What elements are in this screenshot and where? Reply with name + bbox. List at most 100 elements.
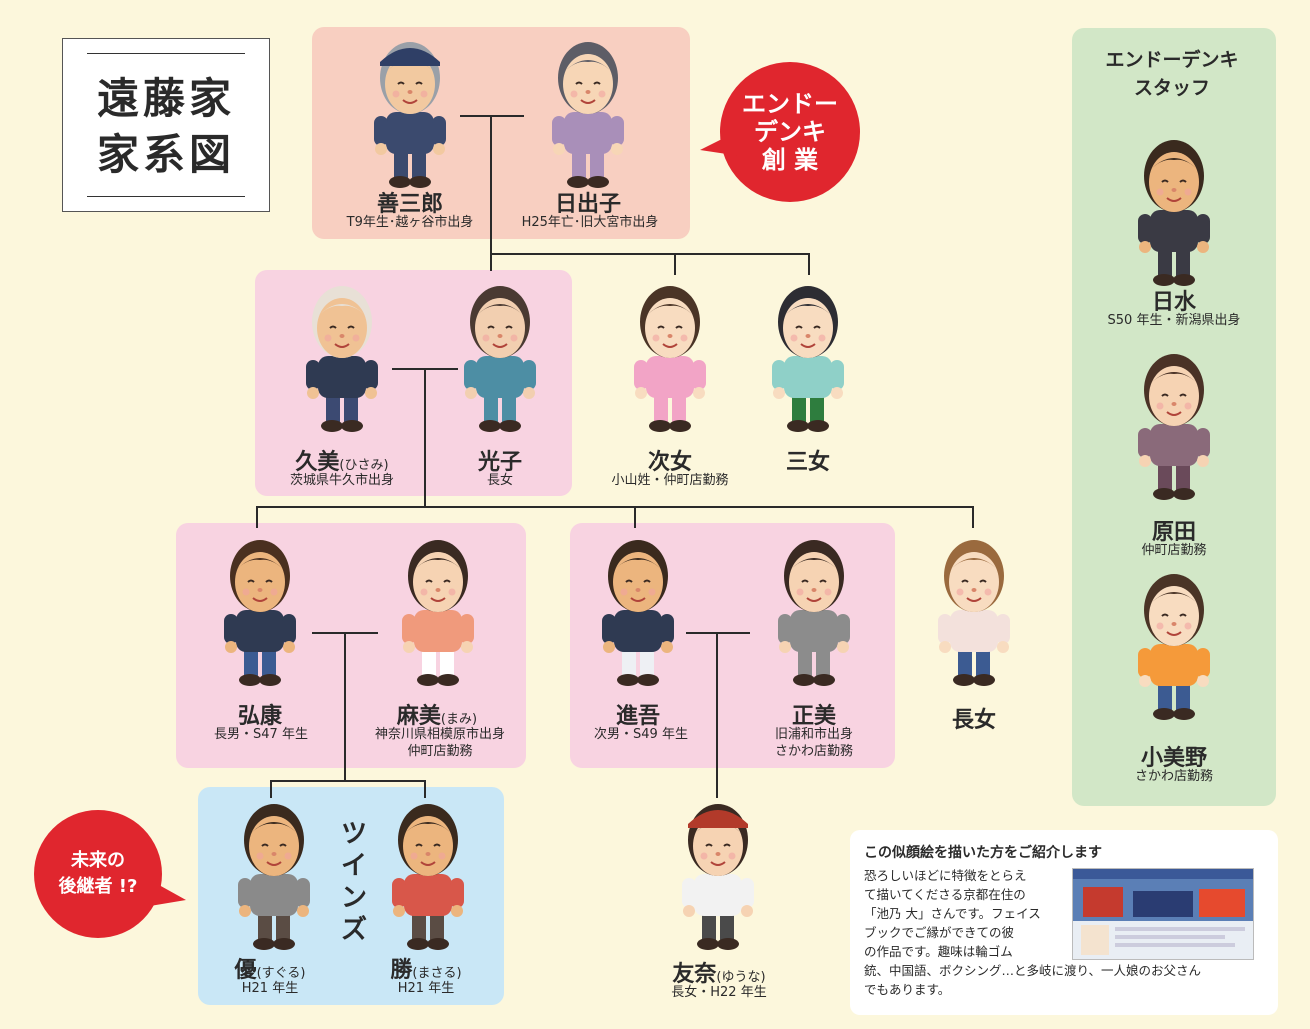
future-badge: 未来の 後継者 !? — [34, 810, 162, 938]
hideko-info: H25年亡･旧大宮市出身 — [521, 215, 659, 230]
masami-illustration — [754, 526, 874, 696]
screenshot-thumbnail — [1073, 869, 1253, 955]
hisami-info: 茨城県牛久市出身 — [289, 473, 394, 488]
character-drawing — [224, 540, 296, 686]
masaru-reading: (まさる) — [412, 966, 462, 981]
staff-name: 日水 — [1151, 290, 1196, 315]
staff-name: 原田 — [1151, 520, 1196, 545]
character-drawing — [1138, 354, 1210, 500]
mitsuko-info: 長女 — [486, 473, 513, 488]
suguru-name-text: 優 — [234, 958, 257, 983]
connector — [424, 368, 426, 508]
twins-char: イ — [340, 851, 367, 881]
facebook-screenshot-image — [1072, 868, 1254, 960]
masaru-illustration — [368, 790, 488, 960]
connector — [460, 115, 524, 117]
intro-text-line: でもあります。 — [864, 982, 951, 997]
founding-badge-line-3: 創 業 — [761, 146, 819, 174]
founding-badge-tail — [700, 130, 740, 156]
founding-badge-line-1: エンドー — [742, 90, 838, 118]
yuna-name-text: 友奈 — [672, 962, 717, 987]
shingo-illustration — [578, 526, 698, 696]
sanjo-illustration — [748, 272, 868, 442]
staff-info: さかわ店勤務 — [1134, 769, 1213, 784]
shingo-name: 進吾 — [615, 704, 660, 729]
hiroyasu-illustration — [200, 526, 320, 696]
hiroyasu-info: 長男・S47 年生 — [214, 727, 308, 742]
family-tree-title: 遠藤家 家系図 — [62, 38, 270, 212]
chojo-illustration — [914, 526, 1034, 696]
intro-text-line: ブックでご縁ができての彼 — [864, 925, 1015, 940]
jijo-info: 小山姓・仲町店勤務 — [611, 473, 729, 488]
connector — [634, 506, 636, 528]
intro-text-line: 銃、中国語、ボクシング…と多岐に渡り、一人娘のお父さん — [864, 963, 1202, 978]
zensaburo-name: 善三郎 — [376, 192, 443, 217]
hisami-name: 久美(ひさみ) — [262, 444, 422, 476]
character-drawing — [402, 540, 474, 686]
jijo-name: 次女 — [647, 450, 692, 475]
twins-label: ツ イ ン ズ — [340, 818, 368, 946]
mami-info-2: 仲町店勤務 — [407, 744, 473, 759]
suguru-reading: (すぐる) — [256, 966, 306, 981]
hisami-name-text: 久美 — [295, 450, 340, 475]
character-drawing — [392, 804, 464, 950]
yuna-illustration — [658, 790, 778, 960]
twins-char: ツ — [340, 819, 367, 849]
character-drawing — [772, 286, 844, 432]
jijo-illustration — [610, 272, 730, 442]
character-drawing — [938, 540, 1010, 686]
staff-heading: エンドーデンキ スタッフ — [1072, 46, 1272, 102]
intro-heading: この似顔絵を描いた方をご紹介します — [864, 845, 1102, 861]
yuna-reading: (ゆうな) — [716, 970, 766, 985]
hideko-name: 日出子 — [554, 192, 621, 217]
future-badge-line-1: 未来の — [71, 850, 125, 871]
twins-char: ン — [340, 883, 367, 913]
character-drawing — [374, 42, 446, 188]
character-drawing — [602, 540, 674, 686]
founding-badge: エンドー デンキ 創 業 — [720, 62, 860, 202]
hisami-reading: (ひさみ) — [339, 458, 389, 473]
chojo-child-name: 長女 — [951, 708, 996, 733]
character-drawing — [306, 286, 378, 432]
connector — [490, 115, 492, 255]
connector — [256, 506, 258, 528]
masami-info-2: さかわ店勤務 — [774, 744, 853, 759]
connector — [716, 632, 718, 798]
mami-name-text: 麻美 — [396, 704, 441, 729]
intro-text-line: 「池乃 大」さんです。フェイス — [864, 906, 1041, 921]
character-drawing — [682, 804, 754, 950]
staff-heading-line-1: エンドーデンキ — [1105, 49, 1239, 71]
harada-illustration — [1114, 340, 1234, 510]
connector — [686, 632, 750, 634]
staff-heading-line-2: スタッフ — [1133, 77, 1210, 99]
connector — [270, 780, 426, 782]
mami-name: 麻美(まみ) — [362, 698, 512, 730]
illustrator-intro-box: この似顔絵を描いた方をご紹介します 恐ろしいほどに特徴をとらえ て描いてくださる… — [850, 830, 1278, 1015]
zensaburo-info: T9年生･越ヶ谷市出身 — [346, 215, 474, 230]
title-line-1: 遠藤家 — [96, 74, 235, 123]
character-drawing — [634, 286, 706, 432]
future-badge-tail — [150, 880, 186, 906]
connector — [972, 506, 974, 528]
character-drawing — [1138, 140, 1210, 286]
character-drawing — [238, 804, 310, 950]
connector — [808, 253, 810, 275]
mitsuko-name: 光子 — [477, 450, 522, 475]
suguru-info: H21 年生 — [241, 981, 299, 996]
connector — [424, 780, 426, 798]
future-badge-line-2: 後継者 !? — [58, 876, 138, 897]
hiroyasu-name: 弘康 — [237, 704, 282, 729]
connector — [490, 253, 492, 271]
hinomizu-illustration — [1114, 126, 1234, 296]
komino-illustration — [1114, 560, 1234, 730]
connector — [256, 506, 974, 508]
connector — [270, 780, 272, 798]
masami-info-1: 旧浦和市出身 — [774, 727, 853, 742]
yuna-info: 長女・H22 年生 — [671, 985, 767, 1000]
masaru-name: 勝(まさる) — [356, 952, 496, 984]
intro-text-line: の作品です。趣味は輪ゴム — [864, 944, 1013, 959]
masaru-name-text: 勝 — [390, 958, 413, 983]
staff-info: 仲町店勤務 — [1141, 543, 1207, 558]
founding-badge-line-2: デンキ — [754, 118, 826, 146]
twins-char: ズ — [340, 915, 367, 945]
